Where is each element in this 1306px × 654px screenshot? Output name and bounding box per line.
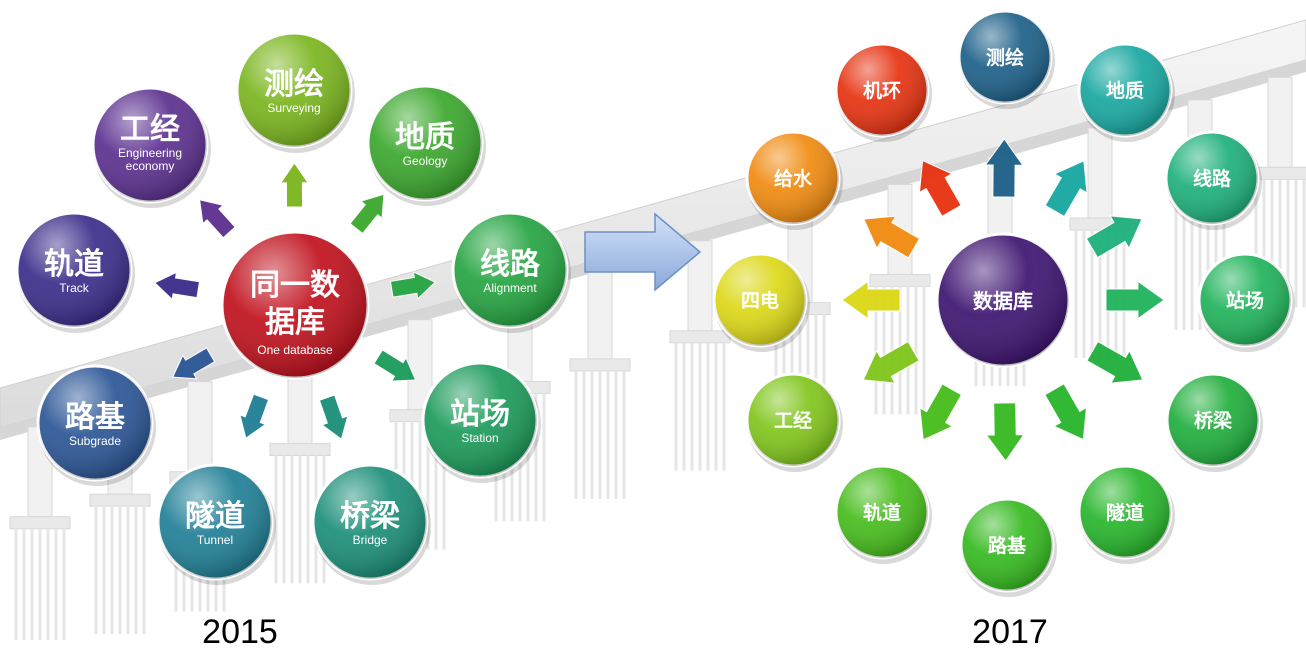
year-label-2015: 2015 — [202, 613, 278, 651]
node-label-zh: 桥梁 — [1194, 409, 1233, 432]
node-label-en: Bridge — [353, 533, 388, 547]
node-label-zh: 机环 — [863, 80, 901, 102]
node-label-en: Engineering — [118, 146, 182, 160]
node-label-zh: 路基 — [988, 534, 1027, 557]
node-label-zh: 工经 — [120, 112, 180, 147]
center-label-zh: 数据库 — [973, 289, 1033, 313]
node-engineering-economy: 工经 — [745, 372, 843, 472]
arrow-to-station — [1105, 280, 1165, 320]
center-label-en: One database — [257, 343, 333, 357]
node-label-en: economy — [126, 159, 175, 173]
node-label-zh: 给水 — [774, 167, 813, 190]
arrow-to-water-supply — [863, 215, 921, 259]
node-surveying: 测绘 — [957, 9, 1055, 109]
node-station: 站场 — [1197, 252, 1295, 352]
node-label-en: Track — [59, 281, 90, 295]
arrow-to-environment — [918, 159, 962, 217]
arrow-to-tunnel — [239, 393, 270, 440]
node-geology: 地质 — [1077, 42, 1175, 142]
node-bridge: 桥梁 — [1165, 372, 1263, 472]
arrow-to-tunnel — [1044, 383, 1088, 441]
node-label-zh: 地质 — [395, 120, 455, 155]
arrow-to-alignment — [1085, 215, 1143, 259]
node-label-zh: 线路 — [1193, 167, 1232, 190]
node-label-en: Geology — [403, 154, 448, 168]
node-label-en: Station — [461, 431, 498, 445]
transition-arrow — [584, 212, 702, 292]
arrow-to-power — [841, 280, 901, 320]
arrow-to-engineering-economy — [862, 340, 920, 384]
center-label-zh-line1: 同一数 — [250, 268, 341, 303]
node-label-en: Surveying — [267, 101, 320, 115]
node-track: 轨道 — [834, 464, 932, 564]
node-label-zh: 隧道 — [185, 499, 245, 534]
node-label-zh: 测绘 — [986, 46, 1024, 69]
arrow-to-bridge — [318, 394, 349, 441]
arrows-2015 — [153, 162, 437, 441]
arrow-to-surveying — [984, 138, 1024, 198]
arrow-to-track — [153, 271, 201, 301]
node-environment: 机环 — [834, 42, 932, 142]
node-label-zh: 站场 — [450, 397, 510, 432]
center-label-zh-line2: 据库 — [265, 305, 325, 340]
node-subgrade: 路基 — [959, 497, 1057, 597]
arrow-to-subgrade — [171, 347, 216, 380]
node-label-zh: 隧道 — [1106, 501, 1144, 524]
arrow-to-alignment — [389, 271, 437, 300]
arrow-to-track — [919, 383, 963, 441]
node-label-zh: 线路 — [480, 247, 541, 282]
node-label-zh: 地质 — [1106, 79, 1144, 102]
node-alignment: 线路 — [1164, 130, 1262, 230]
node-label-zh: 站场 — [1226, 289, 1264, 312]
arrow-to-bridge — [1086, 340, 1144, 384]
node-label-zh: 测绘 — [264, 67, 324, 102]
center-node-2015: 同一数 据库 One database — [220, 230, 370, 380]
node-label-zh: 轨道 — [44, 247, 104, 282]
node-label-zh: 路基 — [65, 400, 125, 435]
node-label-zh: 四电 — [741, 289, 779, 312]
node-label-en: Tunnel — [197, 533, 233, 547]
node-label-zh: 桥梁 — [340, 499, 400, 534]
arrow-to-geology — [1044, 160, 1088, 218]
node-label-en: Alignment — [483, 281, 537, 295]
node-label-zh: 轨道 — [863, 501, 901, 524]
node-power: 四电 — [712, 252, 810, 352]
nodes-2015: 测绘Surveying地质Geology线路Alignment站场Station… — [15, 31, 571, 585]
year-label-2017: 2017 — [972, 613, 1048, 651]
node-label-zh: 工经 — [774, 409, 812, 432]
arrow-to-surveying — [279, 162, 309, 208]
arrows-2017 — [841, 138, 1165, 462]
diagram-2015: 测绘Surveying地质Geology线路Alignment站场Station… — [15, 31, 571, 651]
arrow-to-subgrade — [985, 402, 1025, 462]
arrow-to-geology — [349, 193, 385, 235]
node-water-supply: 给水 — [745, 130, 843, 230]
center-node-2017: 数据库 — [935, 232, 1071, 368]
arrow-to-engineering-economy — [199, 199, 236, 239]
node-tunnel: 隧道 — [1077, 464, 1175, 564]
node-label-en: Subgrade — [69, 434, 121, 448]
viaduct-pier — [569, 268, 631, 499]
arrow-to-station — [373, 349, 417, 382]
